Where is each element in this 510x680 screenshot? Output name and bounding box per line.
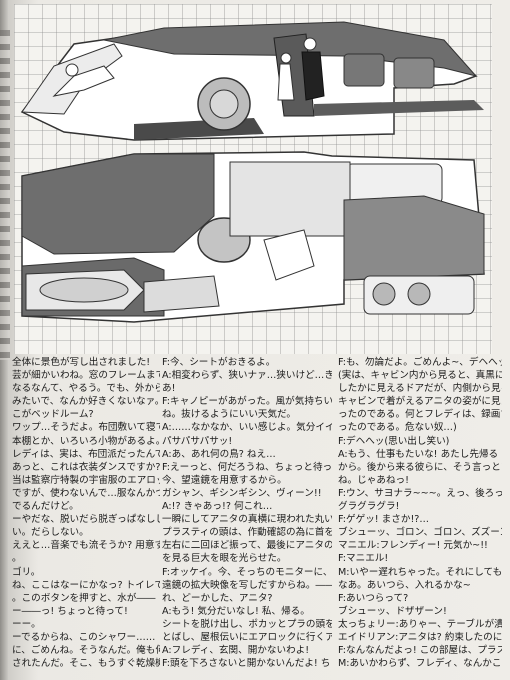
text-line: A:相変わらず、狭いナァ…狭いけど…きゃ [162, 370, 332, 382]
text-line: M:あいかわらず、フレディ、なんかこの部屋、 [338, 658, 502, 670]
text-line: こがベッドルーム? [12, 409, 94, 421]
text-column-3: F:も、勿論だよ。ごめんよ~、デヘへッ。 (実は、キャビン内から見ると、真黒に塗り… [338, 356, 502, 680]
text-line: A:もう! 気分だいなし! 私、帰る。 [162, 605, 310, 617]
text-line: ブシューッ、ゴロン、ゴロン、ズズーン!! [338, 527, 502, 539]
text-line: 遠鏡の拡大映像を写しだすからね。――あ [162, 579, 332, 591]
text-line: F:あいつらって? [338, 592, 409, 604]
text-line: A:!? きゃあっ!? 何これ… [162, 501, 273, 513]
text-line: F:オッケイ。今、そっちのモニターに、望 [162, 566, 332, 578]
text-line: F:キャノピーがあがった。風が気持ちいい [162, 396, 332, 408]
text-line: したかに見えるドアだが、内側から見ると、 [338, 383, 502, 395]
text-line: とばし、屋根伝いにエアロックに行くアニタ。 [162, 631, 332, 643]
text-line: F:デヘへッ(思い出し笑い) [338, 435, 450, 447]
text-line: F:ゲゲッ! まさか!?… [338, 514, 429, 526]
man-figure [303, 37, 317, 51]
text-line: ーー。 [12, 618, 41, 630]
text-line: F:ウン、サヨナラ~~~。えっ、後ろって… [338, 487, 502, 499]
vehicle-cutaway-svg [14, 4, 492, 354]
text-line: ガシャン、ギシンギシン、ヴィーン!! [162, 487, 322, 499]
driver-figure [65, 63, 79, 77]
text-line: ワップ…そうだよ。布団敷いて寝てる [12, 422, 160, 434]
text-line: A:……なかなか、いい感じよ。気分イイ! [162, 422, 332, 434]
text-line: ー――っ! ちょっと待って! [12, 605, 128, 617]
dialogue-text: 全体に景色が写し出されました! 芸が細かいわね。窓のフレームまでなるなんて、やるう… [12, 356, 502, 680]
text-line: あ! [162, 383, 176, 395]
text-line: に、ごめんね。そうなんだ。俺も何回か [12, 645, 160, 657]
text-line: M:いやー遅れちゃった。それにしても狭い [338, 566, 502, 578]
text-line: みたいで、なんか好きくないなァ。ね、 [12, 396, 160, 408]
woman-figure [280, 52, 292, 64]
text-line: (実は、キャビン内から見ると、真黒に塗り [338, 370, 502, 382]
text-line: A:もう、仕事もたいな! あたし先帰る [338, 448, 499, 460]
text-line: されたんだ。そこ、もうすぐ乾燥機 [12, 658, 160, 670]
text-line: ったのである。危ない奴…) [338, 422, 457, 434]
text-line: ーやだな、脱いだら脱ぎっぱなしじゃ [12, 514, 160, 526]
text-line: ね。抜けるようにいい天気だ。 [162, 409, 297, 421]
text-line: あっと、これは衣装ダンスですか? [12, 461, 160, 473]
text-line: 本棚とか、いろいろ小物があるよ。 [12, 435, 160, 447]
text-line: F:えーっと、何だろうね、ちょっと待って [162, 461, 332, 473]
cockpit-seat [39, 277, 129, 303]
vehicle-cutaway-illustration [14, 4, 502, 354]
text-line: A:フレディ、玄関、開かないわよ! [162, 645, 310, 657]
text-line: キャビンで着がえるアニタの姿がに見えていた [338, 396, 502, 408]
text-line: プラスティの頭は、作動確認の為に首を前後 [162, 527, 332, 539]
text-line: ゴリ。 [12, 566, 41, 578]
text-line: F:なんなんだよっ! この部屋は、プラスティ [338, 645, 502, 657]
vehicle-side-view [20, 21, 484, 141]
text-column-2: F:今、シートがおきるよ。 A:相変わらず、狭いナァ…狭いけど…きゃあ!F:キャノ… [162, 356, 332, 680]
text-line: マニエル:フレンディー! 元気か~!! [338, 540, 488, 552]
text-line: 芸が細かいわね。窓のフレームまで [12, 370, 160, 382]
text-line: から。後から来る彼らに、そう言っといて [338, 461, 502, 473]
text-line: 太っちょリー:ありゃー、テーブルが潰れた。 [338, 618, 502, 630]
text-line: グラグラグラ! [338, 501, 400, 513]
text-line: パサパサパサッ! [162, 435, 233, 447]
text-line: A:あ、あれ何の鳥? ねえ… [162, 448, 276, 460]
text-line: 一瞬にしてアニタの真横に現われた丸い [162, 514, 332, 526]
adjacent-page-edge [0, 30, 10, 360]
text-line: 当は監察庁特製の宇宙服のエアロック [12, 474, 160, 486]
text-line: 。 [12, 553, 22, 565]
text-line: れ、どーかした、アニタ? [162, 592, 273, 604]
text-line: ね、ここはなーにかなっ? トイレで [12, 579, 160, 591]
text-line: ですが、使わないんで…服なんかつっ [12, 487, 160, 499]
text-line: ったのである。何とフレディは、録画すもしてま [338, 409, 502, 421]
text-line: レディは、実は、布団派だったんです [12, 448, 160, 460]
text-line: F:頭を下ろさないと開かないんだよ! ち [162, 658, 331, 670]
text-line: F:も、勿論だよ。ごめんよ~、デヘへッ。 [338, 357, 502, 368]
text-line: でるんだけど。 [12, 501, 79, 513]
text-line: ね。じゃあねっ! [338, 474, 410, 486]
text-line: なあ。あいつら、入れるかな~ [338, 579, 471, 591]
text-column-1: 全体に景色が写し出されました! 芸が細かいわね。窓のフレームまでなるなんて、やるう… [12, 356, 160, 680]
text-line: ええと…音楽でも流そうか? 用意す [12, 540, 160, 552]
text-line: F:今、シートがおきるよ。 [162, 357, 276, 368]
text-line: なるなんて、やるう。でも、外から丸 [12, 383, 160, 395]
text-line: 全体に景色が写し出されました! [12, 357, 151, 368]
vehicle-top-view [21, 151, 485, 323]
text-line: 左右に二回ほど振って、最後にアニタの体 [162, 540, 332, 552]
text-line: ブシューッ、ドザザーン! [338, 605, 447, 617]
text-line: F:マニエル! [338, 553, 389, 565]
text-line: 今、望遠鏡を用意するから。 [162, 474, 287, 486]
text-line: 。このボタンを押すと、水が―― [12, 592, 156, 604]
text-line: を見る巨大を眼を光らせた。 [162, 553, 287, 565]
text-line: ーでるからね、このシャワー…… [12, 631, 156, 643]
text-line: エイドリアン:アニタは? 約束したのに。 [338, 631, 502, 643]
text-line: い。だらしない。 [12, 527, 89, 539]
text-line: シートを脱け出し、ポカッとプラの頭を蹴 [162, 618, 332, 630]
